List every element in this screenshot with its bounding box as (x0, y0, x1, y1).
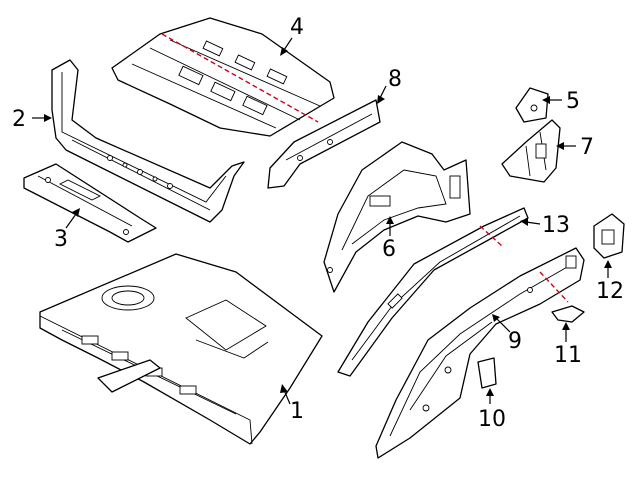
callout-4: 4 (290, 15, 304, 40)
part-8-bracket (267, 99, 381, 189)
part-7-gusset (501, 119, 561, 183)
part-9-frame-rail (375, 247, 585, 459)
part-6-wheelhouse (323, 141, 471, 293)
part-10-plate (477, 357, 497, 389)
part-12-mount (593, 213, 625, 259)
callout-labels: 1 2 3 4 5 6 7 8 9 10 11 12 13 (12, 15, 624, 432)
part-2-crossmember (51, 59, 245, 223)
part-4-rear-floor-panel (111, 17, 335, 137)
callout-5: 5 (566, 89, 580, 114)
part-1-rear-floor-pan (39, 253, 323, 445)
callout-9: 9 (508, 329, 522, 354)
callout-10: 10 (478, 407, 506, 432)
callout-8: 8 (388, 67, 402, 92)
part-11-clip (551, 305, 585, 323)
callout-2: 2 (12, 107, 26, 132)
part-5-small-bracket (515, 87, 549, 123)
callout-1: 1 (290, 399, 304, 424)
callout-3: 3 (54, 227, 68, 252)
callout-13: 13 (542, 213, 570, 238)
callout-12: 12 (596, 279, 624, 304)
callout-11: 11 (554, 343, 582, 368)
callout-7: 7 (580, 135, 594, 160)
callout-leaders (32, 37, 612, 405)
callout-6: 6 (382, 237, 396, 262)
part-3-reinforcement (23, 163, 157, 243)
